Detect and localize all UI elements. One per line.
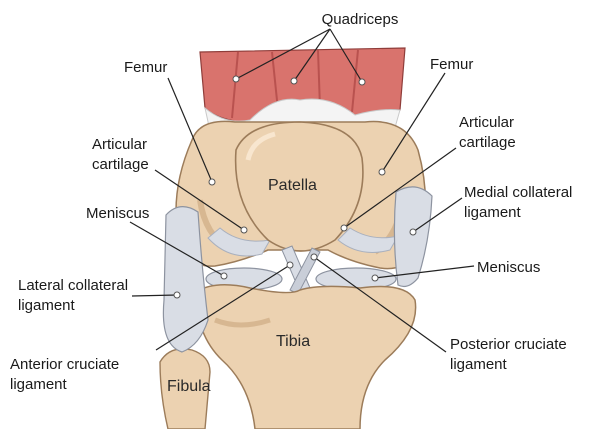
label-meniscus-right: Meniscus bbox=[477, 259, 541, 276]
label-posterior-cruciate-line2: ligament bbox=[450, 356, 507, 373]
label-posterior-cruciate-line1: Posterior cruciate bbox=[450, 336, 567, 353]
label-medial-collateral-line1: Medial collateral bbox=[464, 184, 573, 201]
fibula-bone bbox=[159, 348, 211, 429]
label-fibula: Fibula bbox=[167, 378, 211, 395]
label-lateral-collateral-line2: ligament bbox=[18, 297, 75, 314]
label-meniscus-left: Meniscus bbox=[86, 205, 150, 222]
label-femur-right: Femur bbox=[430, 56, 474, 73]
label-medial-collateral-line2: ligament bbox=[464, 204, 521, 221]
label-articular-left-line1: Articular bbox=[92, 136, 148, 153]
tibia-bone bbox=[195, 284, 417, 429]
label-femur-left: Femur bbox=[124, 59, 168, 76]
label-tibia: Tibia bbox=[276, 333, 311, 350]
label-anterior-cruciate-line1: Anterior cruciate bbox=[10, 356, 120, 373]
label-lateral-collateral-line1: Lateral collateral bbox=[18, 277, 129, 294]
label-articular-right-line1: Articular bbox=[459, 114, 515, 131]
label-articular-right-line2: cartilage bbox=[459, 134, 516, 151]
collateral-ligaments bbox=[162, 186, 433, 353]
label-articular-left-line2: cartilage bbox=[92, 156, 149, 173]
label-quadriceps: Quadriceps bbox=[321, 11, 399, 28]
label-anterior-cruciate-line2: ligament bbox=[10, 376, 67, 393]
leader-lines bbox=[129, 28, 475, 353]
label-patella: Patella bbox=[268, 177, 317, 194]
pointer-dots bbox=[173, 75, 417, 299]
patella-bone bbox=[234, 121, 364, 252]
